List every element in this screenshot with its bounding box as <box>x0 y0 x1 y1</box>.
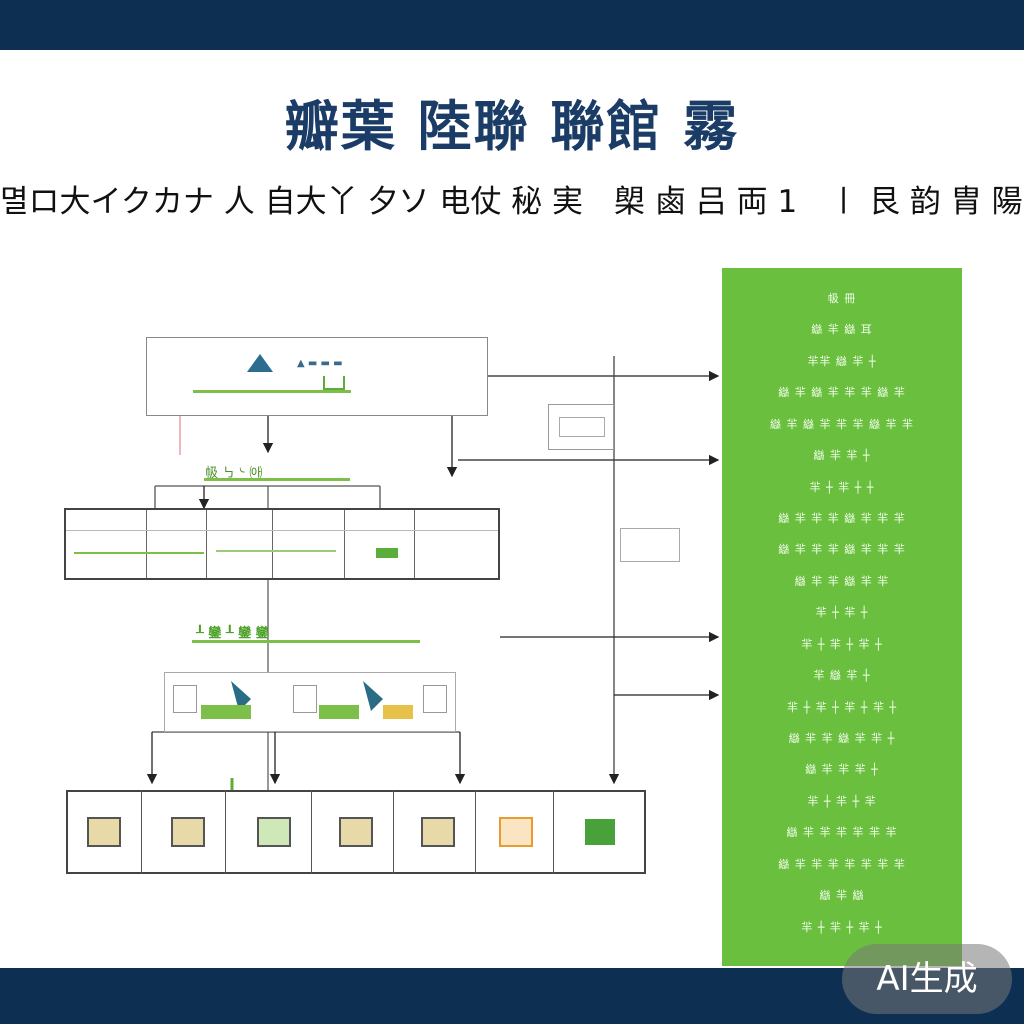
ai-generated-badge: AI生成 <box>842 944 1012 1014</box>
side-panel-line: 䜌 羋 羋 羋 䜌 羋 羋 羋 <box>778 543 906 557</box>
side-info-panel: 㠷 冊䜌 羋 䜌 耳羋羋 䜌 羋 ┼ 䜌 羋 䜌 羋 羋 羋 䜌 羋䜌 羋 䜌 羋… <box>722 268 962 966</box>
table-chart-icon <box>376 548 398 558</box>
folder-icon <box>173 685 197 713</box>
side-panel-line: 羋 ┼ 羋 ┼ <box>815 606 869 620</box>
calendar-icon <box>86 817 121 847</box>
side-panel-line: 羋 ┼ 羋 ┼ 羋 ┼ <box>801 637 883 651</box>
building-icon <box>247 354 273 372</box>
mid-underline <box>192 640 420 643</box>
bottom-cell-1 <box>66 790 142 874</box>
side-panel-line: 䜌 羋 羋 羋 羋 羋 羋 <box>786 826 898 840</box>
calendar-icon <box>420 817 455 847</box>
side-panel-line: 䜌 羋 羋 ┼ <box>813 449 871 463</box>
icon-row <box>164 672 456 732</box>
clipboard-icon <box>256 817 291 847</box>
side-panel-line: 䜌 羋 羋 䜌 羋 羋 <box>794 574 890 588</box>
document-icon <box>498 817 533 847</box>
side-panel-line: 羋 ┼ 羋 ┼ ┼ <box>809 480 875 494</box>
level2-label: 㠷 ㇉ ᔈ ㈕ <box>205 466 263 481</box>
page-subtitle: 멸ロ大イクカナ 人 自大丫 夕ソ 电仗 秘 実 㮾 鹵 吕 両 1 〡 艮 韵 … <box>0 184 1024 220</box>
bottom-cell-6 <box>478 790 554 874</box>
leaf-icon-2 <box>363 681 383 711</box>
folder-green-icon <box>585 819 615 845</box>
top-box-underline <box>193 390 351 393</box>
folder-icon-2 <box>293 685 317 713</box>
top-process-box: ▲ ▬ ▬ ▬ <box>146 337 488 416</box>
mid-label: ┸ 鑾 ┸ 鑾 鑾 <box>196 626 269 641</box>
chart-icon <box>323 376 345 390</box>
side-panel-line: 䜌 羋 羋 羋 ┼ <box>805 763 879 777</box>
process-table <box>64 508 500 580</box>
calendar-icon <box>338 817 373 847</box>
top-banner <box>0 0 1024 50</box>
side-panel-line: 羋羋 䜌 羋 ┼ <box>807 354 877 368</box>
page-title: 瓣葉 陸聯 聯館 霧 <box>284 95 740 158</box>
side-panel-line: 㠷 冊 <box>827 292 857 305</box>
side-panel-line: 䜌 羋 羋 羋 䜌 羋 羋 羋 <box>778 512 906 525</box>
side-panel-line: 䜌 羋 䜌 羋 羋 羋 䜌 羋 <box>778 386 906 400</box>
device-icon <box>548 404 614 450</box>
side-panel-line: 䜌 羋 䜌 <box>819 889 865 903</box>
side-panel-line: 䜌 羋 羋 羋 羋 羋 羋 羋 <box>778 857 906 871</box>
level2-underline <box>204 478 350 481</box>
device-icon-2 <box>620 528 680 562</box>
bottom-cell-2 <box>150 790 226 874</box>
bottom-cell-7 <box>562 790 638 874</box>
calendar-icon <box>170 817 205 847</box>
top-box-label: ▲ ▬ ▬ ▬ <box>297 358 343 369</box>
side-panel-line: 羋 ┼ 羋 ┼ 羋 ┼ <box>801 920 883 934</box>
side-panel-line: 䜌 羋 䜌 耳 <box>811 323 873 337</box>
bottom-cell-3 <box>236 790 312 874</box>
folder-icon-3 <box>423 685 447 713</box>
side-panel-line: 羋 䜌 羋 ┼ <box>813 669 871 683</box>
side-panel-line: 羋 ┼ 羋 ┼ 羋 ┼ 羋 ┼ <box>787 700 897 714</box>
bottom-cell-5 <box>400 790 476 874</box>
side-panel-line: 䜌 羋 䜌 羋 羋 羋 䜌 羋 羋 <box>770 417 914 431</box>
bottom-cell-4 <box>318 790 394 874</box>
side-panel-line: 羋 ┼ 羋 ┼ 羋 <box>807 794 877 808</box>
side-panel-line: 䜌 羋 羋 䜌 羋 羋 ┼ <box>788 732 896 745</box>
